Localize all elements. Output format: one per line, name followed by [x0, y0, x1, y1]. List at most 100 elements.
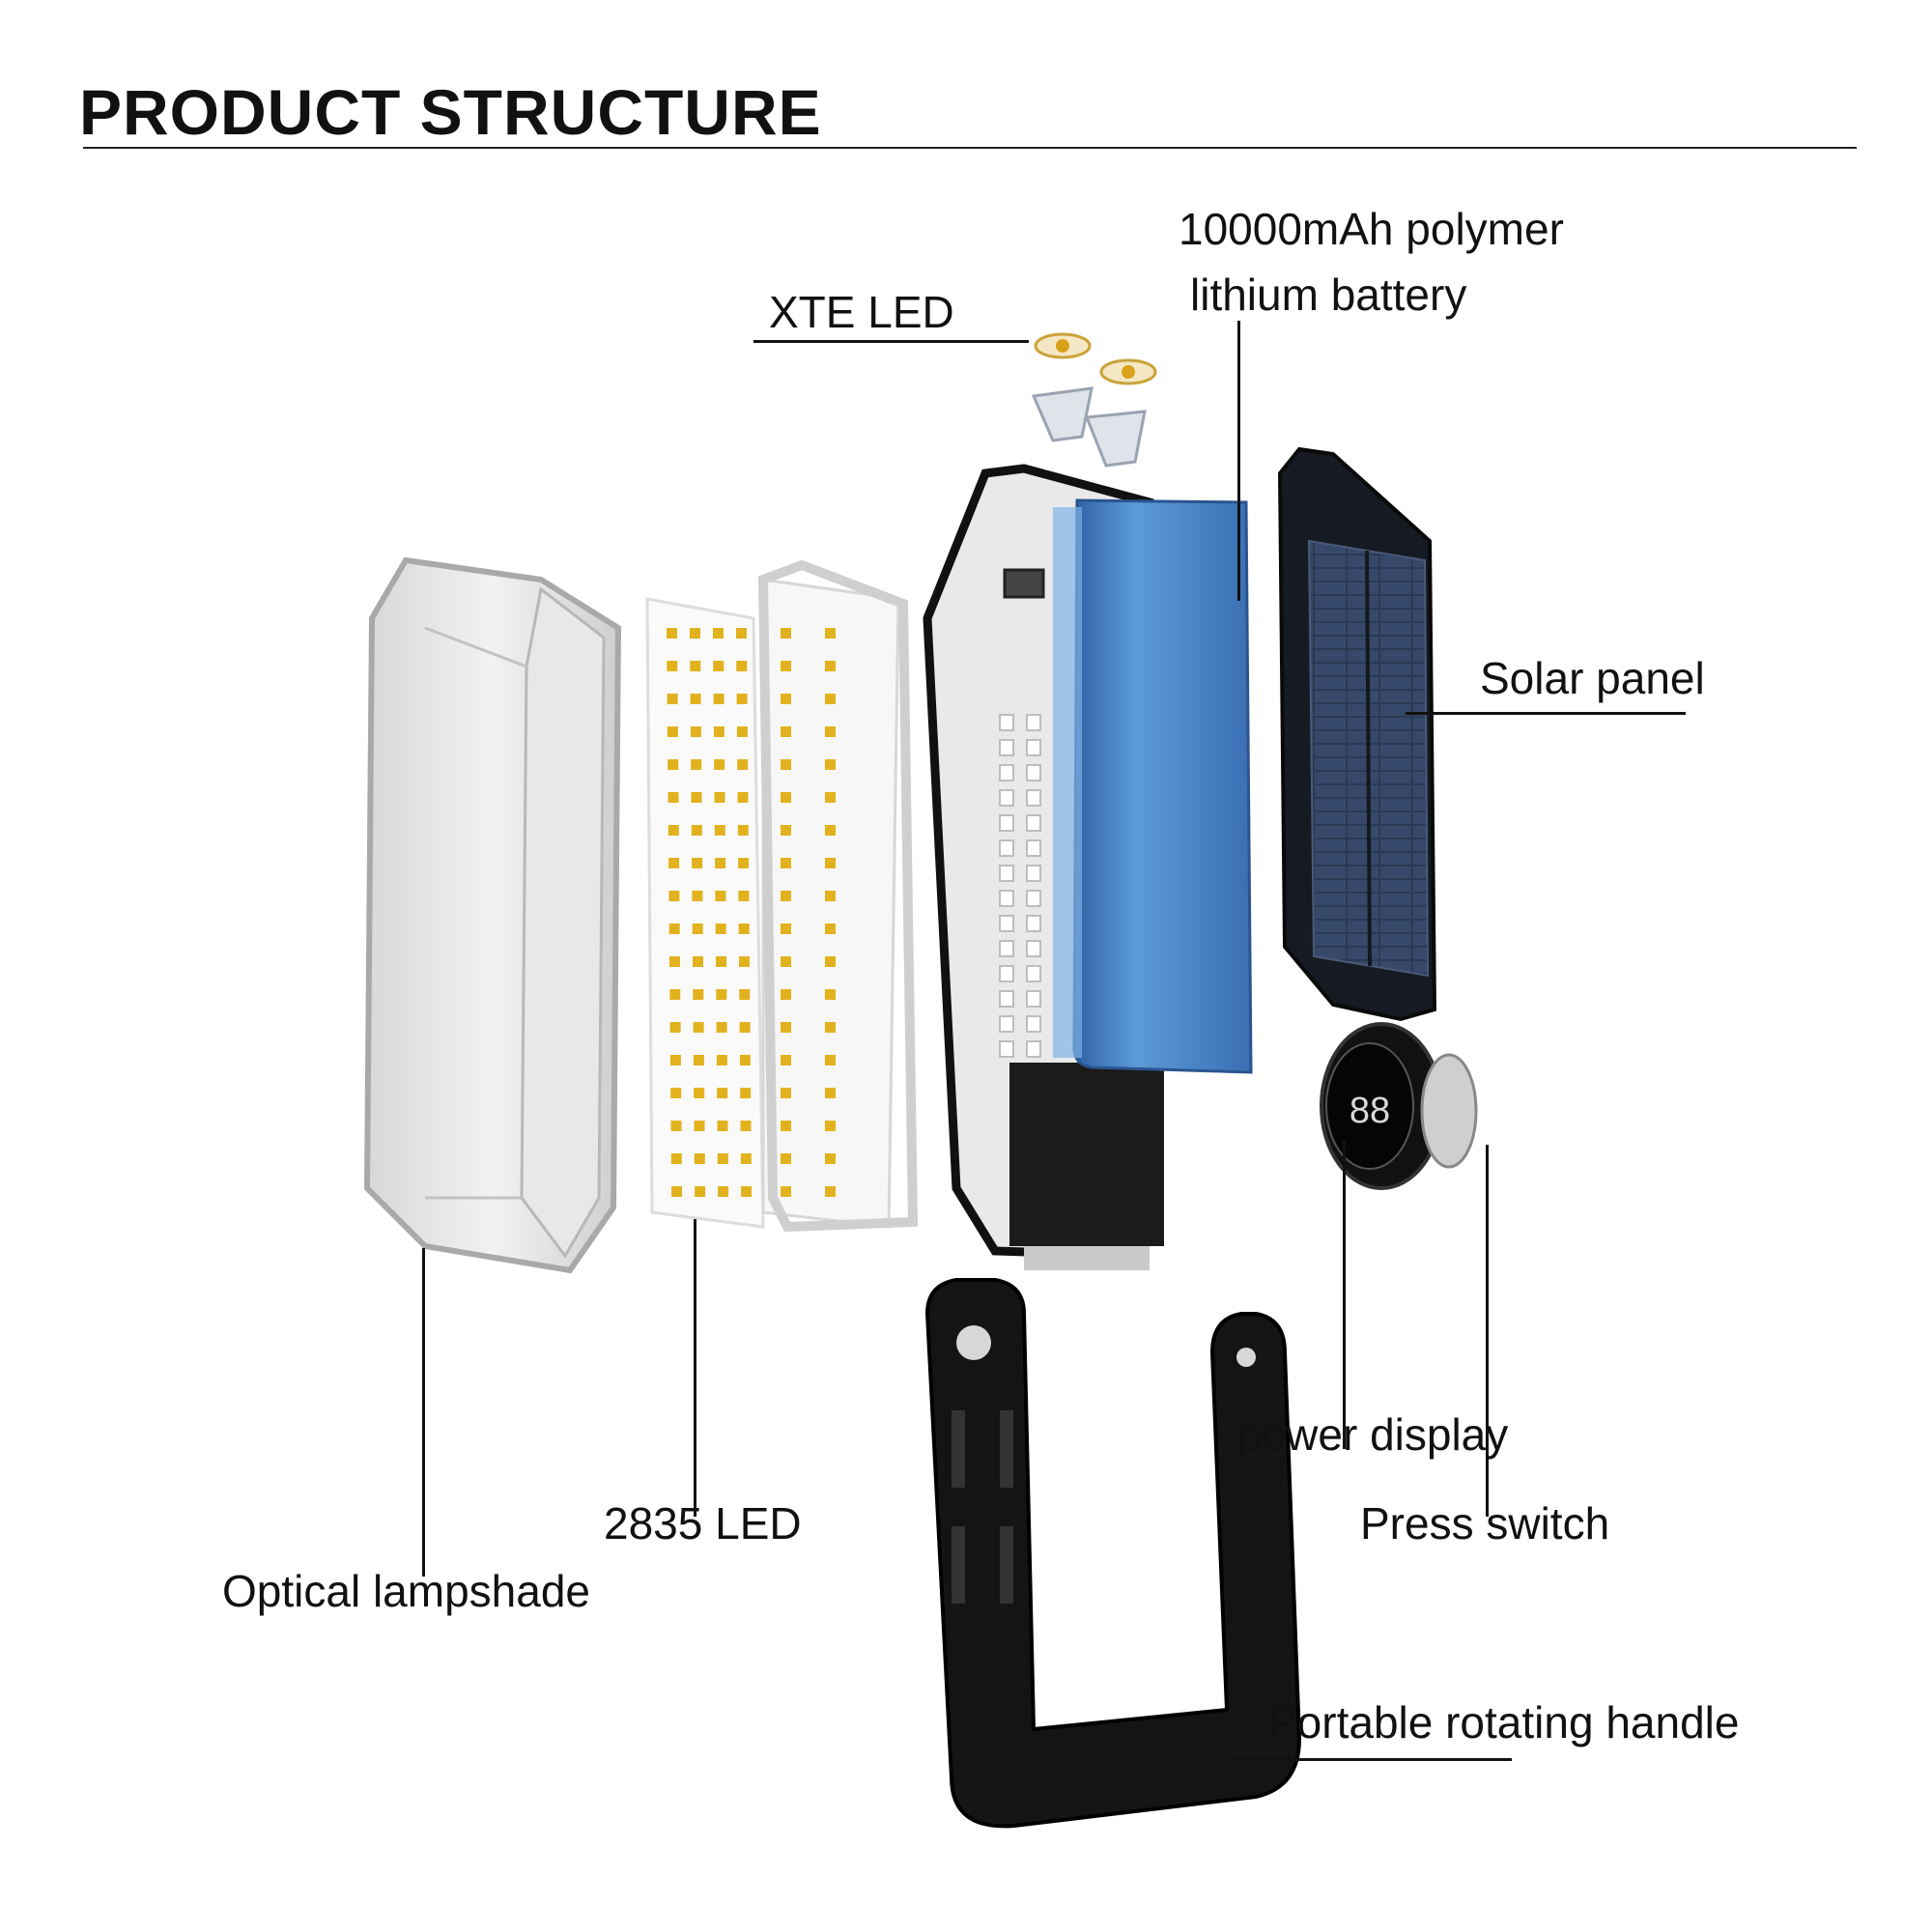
xte-led-parts — [1031, 332, 1157, 468]
housing-slot — [999, 990, 1014, 1008]
led-chip — [716, 956, 726, 967]
housing-slot — [1026, 965, 1041, 982]
label-handle: Portable rotating handle — [1267, 1697, 1740, 1747]
housing-slot — [999, 1040, 1014, 1058]
led-chip — [713, 628, 724, 639]
housing-slot — [999, 940, 1014, 957]
optical-lampshade-part — [363, 556, 622, 1274]
label-xte-led: XTE LED — [769, 287, 954, 337]
led-chip — [739, 1055, 751, 1065]
housing-slot — [1026, 940, 1041, 957]
led-chip — [668, 825, 679, 836]
led-chip — [781, 1121, 791, 1131]
leader-2835-led — [694, 1219, 696, 1517]
leader-xte-led — [753, 340, 1029, 343]
led-chip — [736, 628, 747, 639]
led-chip — [736, 726, 748, 737]
led-chip — [737, 825, 749, 836]
led-chip — [717, 1121, 728, 1131]
led-chip — [670, 1121, 682, 1131]
led-chip — [825, 759, 836, 770]
led-chip — [825, 628, 836, 639]
leader-press-switch — [1486, 1145, 1489, 1517]
led-chip — [692, 891, 703, 901]
led-chip — [825, 891, 836, 901]
led-chip — [781, 858, 791, 868]
housing-slot — [1026, 739, 1041, 756]
led-chip — [667, 694, 678, 704]
led-chip — [670, 1153, 682, 1164]
led-chip — [781, 989, 791, 1000]
housing-slot — [999, 739, 1014, 756]
led-chip — [714, 792, 725, 803]
led-chip — [691, 825, 702, 836]
led-chip — [781, 923, 791, 934]
led-chip — [736, 694, 748, 704]
led-chip — [671, 1186, 683, 1197]
led-chip — [739, 1022, 751, 1033]
led-chip — [781, 1022, 791, 1033]
led-chip — [667, 628, 677, 639]
led-chip — [715, 891, 726, 901]
label-power-display: power display — [1236, 1409, 1509, 1460]
led-chip — [693, 989, 704, 1000]
led-chip — [690, 661, 701, 671]
led-chip — [781, 956, 791, 967]
led-2835-board — [645, 578, 900, 1229]
led-chip — [667, 726, 678, 737]
led-chip — [669, 1022, 681, 1033]
housing-slot — [1026, 789, 1041, 807]
led-chip — [781, 661, 791, 671]
housing-slot — [999, 890, 1014, 907]
led-chip — [714, 759, 725, 770]
housing-slot — [1026, 714, 1041, 731]
housing-slot — [1026, 1040, 1041, 1058]
led-chip — [717, 1088, 728, 1098]
led-chip — [739, 989, 751, 1000]
leader-optical-lampshade — [422, 1248, 425, 1577]
led-chip — [781, 1153, 791, 1164]
housing-slot — [999, 965, 1014, 982]
led-chip — [740, 1121, 752, 1131]
led-chip — [716, 1022, 727, 1033]
led-chip — [669, 1055, 681, 1065]
led-chip — [716, 1055, 727, 1065]
led-chip — [825, 1022, 836, 1033]
rotating-handle-part — [924, 1278, 1302, 1829]
led-chip — [693, 956, 703, 967]
led-chip — [669, 989, 681, 1000]
led-chip — [690, 694, 701, 704]
led-chip — [717, 1153, 728, 1164]
housing-slot — [999, 915, 1014, 932]
led-chip — [825, 1186, 836, 1197]
housing-slot — [999, 764, 1014, 781]
housing-slot — [1026, 865, 1041, 882]
led-chip — [692, 923, 703, 934]
led-chip — [713, 661, 724, 671]
housing-slot — [1026, 814, 1041, 832]
led-chip — [781, 1088, 791, 1098]
led-chip — [691, 792, 702, 803]
led-chip — [825, 956, 836, 967]
led-chip — [825, 1153, 836, 1164]
led-chip — [738, 858, 750, 868]
led-chip — [825, 923, 836, 934]
led-chip — [691, 759, 702, 770]
title-underline — [83, 147, 1857, 149]
led-chip — [781, 694, 791, 704]
led-chip — [668, 923, 680, 934]
led-chip — [713, 726, 724, 737]
label-battery-line1: 10000mAh polymer — [1179, 204, 1564, 254]
led-chip — [825, 858, 836, 868]
housing-slot — [1026, 915, 1041, 932]
led-chip — [716, 989, 727, 1000]
led-chip — [825, 726, 836, 737]
housing-slot — [1026, 990, 1041, 1008]
led-chip — [668, 759, 679, 770]
led-chip — [781, 628, 791, 639]
led-chip — [737, 759, 749, 770]
label-optical-lampshade: Optical lampshade — [222, 1566, 590, 1616]
label-solar-panel: Solar panel — [1480, 653, 1705, 703]
housing-slot — [1026, 839, 1041, 857]
label-battery-line2: lithium battery — [1190, 270, 1467, 320]
